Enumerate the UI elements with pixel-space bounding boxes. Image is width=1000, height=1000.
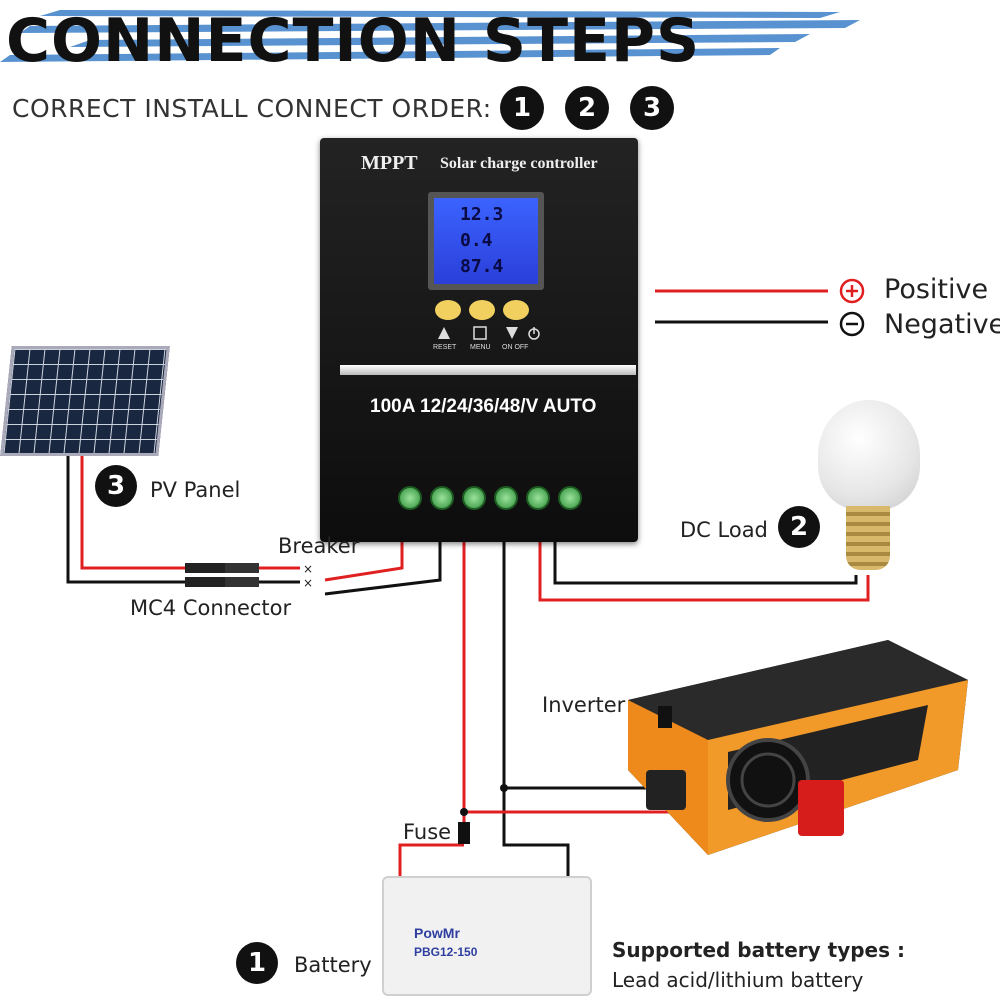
battery-model: PBG12-150 [414,945,478,959]
pv-panel-image [0,346,170,456]
onoff-label: ON OFF [502,344,529,351]
lcd-line-voltage: 12.3 [460,204,504,225]
terminal-pv-positive [398,486,422,510]
down-triangle-icon [506,327,518,339]
terminal-load-negative [558,486,582,510]
order-step-1: 1 [500,86,544,130]
svg-text:×: × [303,576,313,590]
battery-step: 1 [236,942,278,984]
supported-value: Lead acid/lithium battery [612,968,864,992]
fuse-label: Fuse [403,820,452,844]
controller-stripe [340,365,636,375]
up-triangle-icon [438,327,450,339]
controller-rating: 100A 12/24/36/48/V AUTO [370,396,597,417]
page-title: CONNECTION STEPS [6,6,701,76]
inverter-image [628,640,968,855]
dc-load-label: DC Load [680,518,768,542]
onoff-button[interactable] [503,300,529,320]
terminal-pv-negative [430,486,454,510]
lcd-display: 12.3 0.4 87.4 [428,192,544,290]
terminal-battery-positive [462,486,486,510]
lcd-line-percent: 87.4 [460,256,504,277]
reset-button[interactable] [435,300,461,320]
terminal-battery-negative [494,486,518,510]
lcd-line-current: 0.4 [460,230,493,251]
pv-panel-label: PV Panel [150,478,241,502]
mc4-label: MC4 Connector [130,596,292,620]
svg-text:×: × [303,562,313,576]
controller-brand: MPPT [361,152,418,174]
inverter-label: Inverter [542,693,626,717]
menu-button[interactable] [469,300,495,320]
legend-negative: Negative [884,309,1000,340]
order-step-3: 3 [630,86,674,130]
battery-brand: PowMr [414,925,460,941]
order-subtitle: CORRECT INSTALL CONNECT ORDER: [12,94,492,123]
terminal-load-positive [526,486,550,510]
pv-panel-step: 3 [95,465,137,507]
legend-positive: Positive [884,274,989,305]
positive-icon [839,278,865,304]
controller-name: Solar charge controller [440,155,598,172]
menu-label: MENU [470,344,491,351]
reset-label: RESET [433,344,457,351]
menu-icon [473,326,487,340]
title-brush-decoration [0,10,860,62]
battery-image [382,876,592,996]
dc-load-step: 2 [778,506,820,548]
battery-label: Battery [294,953,372,977]
order-step-2: 2 [565,86,609,130]
light-bulb-icon [818,400,920,510]
button-icons [438,326,540,340]
supported-title: Supported battery types : [612,938,905,962]
bulb-base [846,506,890,570]
breaker-label: Breaker [278,534,360,558]
negative-icon [839,311,865,337]
